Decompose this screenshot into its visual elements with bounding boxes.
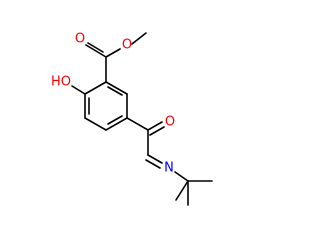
- ring-double-bond-inner: [107, 86, 123, 96]
- tert-butyl-group: [175, 180, 213, 206]
- acyl-imine-chain: [126, 117, 189, 182]
- ring-bond: [105, 81, 128, 95]
- ring-double-bond-inner: [107, 115, 123, 125]
- ring-bond: [105, 117, 128, 131]
- imine-double-bond: [145, 159, 161, 169]
- ester-carbonyl-bond: [87, 42, 104, 53]
- ring-to-hydroxyl-bond: [71, 85, 86, 95]
- ester-oxygen-label: O: [122, 38, 132, 53]
- ester-carbonyl-oxygen-label: O: [75, 32, 85, 47]
- ketone-carbonyl-bond: [147, 121, 163, 131]
- methoxy-bond: [131, 32, 147, 45]
- ketone-carbonyl-bond: [149, 126, 165, 136]
- imine-nitrogen-label: N: [164, 161, 174, 176]
- tert-butyl-methyl-bond: [175, 180, 189, 201]
- ester-carbonyl-bond: [85, 44, 107, 58]
- imine-double-bond: [147, 154, 163, 164]
- ring-to-ketone-bond: [126, 117, 149, 131]
- nitrogen-to-tert-butyl-bond: [174, 171, 189, 182]
- hydroxyl-oxygen-label: HO: [51, 75, 71, 90]
- ring-bond: [84, 117, 107, 131]
- benzene-ring: [84, 81, 128, 131]
- ring-bond: [84, 81, 107, 95]
- ketone-oxygen-label: O: [165, 115, 175, 130]
- chemical-structure: HO O O O N: [51, 32, 213, 206]
- methyl-ester-group: [85, 32, 147, 83]
- ester-oxygen-bond: [105, 48, 121, 58]
